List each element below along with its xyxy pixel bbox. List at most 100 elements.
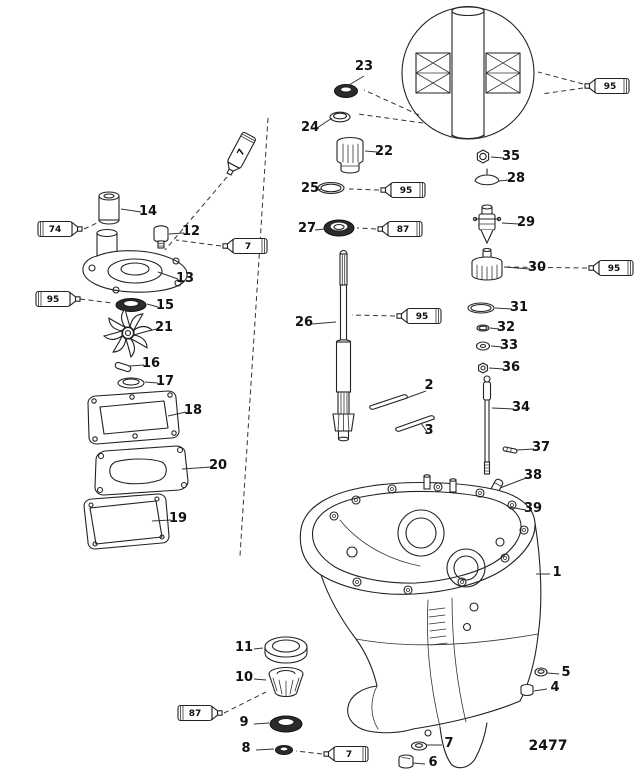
tube-label: 95	[604, 82, 617, 92]
part-pin-37	[502, 446, 518, 454]
drawing-number: 2477	[529, 738, 568, 754]
part-gasket-19	[83, 493, 170, 550]
callout-38: 38	[524, 468, 542, 483]
callout-39: 39	[524, 501, 542, 516]
lubricant-tube-87-bearing: 87	[177, 704, 223, 722]
part-impeller-21	[102, 307, 154, 359]
part-clip-28	[474, 168, 500, 186]
callout-27: 27	[298, 221, 316, 236]
callout-14: 14	[139, 204, 157, 219]
part-ring-8	[275, 745, 293, 755]
lubricant-tube-95-bearing-detail: 95	[584, 77, 630, 95]
part-water-pump-cover-13	[82, 228, 188, 294]
callout-19: 19	[169, 511, 187, 526]
part-gearcase-housing-1	[299, 474, 542, 769]
callout-1: 1	[552, 565, 561, 580]
callout-30: 30	[528, 260, 546, 275]
tube-label: 7	[245, 242, 251, 252]
lubricant-tube-87-seal: 87	[377, 220, 423, 238]
mounting-stud	[423, 474, 457, 493]
part-driveshaft-26	[332, 249, 355, 442]
part-seal-ring-11	[264, 636, 308, 664]
callout-8: 8	[241, 741, 250, 756]
callout-17: 17	[156, 374, 174, 389]
lubricant-tube-95-cap: 95	[588, 259, 634, 277]
callout-21: 21	[155, 320, 173, 335]
callout-35: 35	[502, 149, 520, 164]
lubricant-application-lines	[79, 71, 588, 755]
callout-11: 11	[235, 640, 253, 655]
callout-6: 6	[428, 755, 437, 770]
part-oring-32	[476, 324, 490, 332]
callout-28: 28	[507, 171, 525, 186]
callout-9: 9	[239, 715, 248, 730]
bearing-right-rollers	[485, 52, 521, 94]
lubricant-tube-95-oring: 95	[380, 181, 426, 199]
tube-label: 95	[608, 264, 621, 274]
part-plug-4	[520, 683, 534, 697]
callout-37: 37	[532, 440, 550, 455]
part-snap-ring-5	[534, 667, 548, 677]
callout-12: 12	[182, 224, 200, 239]
tube-label: 95	[400, 186, 413, 196]
bearing-detail-inset	[401, 5, 535, 140]
callout-34: 34	[512, 400, 530, 415]
callout-26: 26	[295, 315, 313, 330]
part-oring-25	[317, 181, 345, 195]
lubricant-tube-7-lower: 7	[323, 745, 369, 763]
callout-leaders	[120, 75, 560, 765]
lubricant-tube-74: 74	[37, 220, 83, 238]
part-impeller-key-16	[114, 361, 132, 373]
callout-7: 7	[444, 736, 453, 751]
callout-29: 29	[517, 215, 535, 230]
tube-label: 74	[49, 225, 62, 235]
part-oring-31	[467, 302, 495, 314]
callout-24: 24	[301, 120, 319, 135]
part-water-tube-sleeve-14	[98, 191, 120, 225]
callout-22: 22	[375, 144, 393, 159]
callout-25: 25	[301, 181, 319, 196]
part-seal-15	[115, 298, 147, 312]
callout-20: 20	[209, 458, 227, 473]
lubricant-tube-95-driveshaft: 95	[396, 307, 442, 325]
callout-16: 16	[142, 356, 160, 371]
part-bolt-12	[153, 225, 169, 249]
lubricant-tube-95-left: 95	[35, 290, 81, 308]
part-seal-cap-23	[334, 84, 358, 98]
part-washer-33	[475, 341, 491, 351]
part-tapered-bearing-10	[268, 666, 304, 698]
tube-label: 95	[416, 312, 429, 322]
part-bearing-carrier-22	[336, 136, 364, 174]
callout-5: 5	[561, 665, 570, 680]
callout-13: 13	[176, 271, 194, 286]
flange-studs	[329, 482, 529, 595]
callout-36: 36	[502, 360, 520, 375]
lubricant-tube-7-upper: 7	[221, 131, 257, 179]
part-ring-17	[117, 377, 145, 389]
part-seal-9	[269, 715, 303, 733]
tube-label: 87	[397, 225, 410, 235]
part-nut-36	[478, 362, 488, 374]
part-seal-plate-3	[395, 415, 435, 432]
water-intake-gills	[428, 607, 448, 646]
callout-4: 4	[550, 680, 559, 695]
part-ring-24	[329, 111, 351, 123]
tube-label: 7	[236, 147, 248, 157]
callout-18: 18	[184, 403, 202, 418]
part-shift-shaft-34	[482, 375, 492, 475]
callout-32: 32	[497, 320, 515, 335]
part-oil-seal-27	[323, 219, 355, 237]
part-gasket-18	[87, 390, 180, 445]
callout-15: 15	[156, 298, 174, 313]
part-nut-35	[476, 149, 490, 164]
callout-23: 23	[355, 59, 373, 74]
callout-10: 10	[235, 670, 253, 685]
tube-label: 7	[346, 750, 352, 760]
part-seal-plate-2	[369, 394, 408, 410]
callout-33: 33	[500, 338, 518, 353]
part-drain-plug-6	[398, 754, 414, 769]
callout-2: 2	[424, 378, 433, 393]
lubricant-tube-7-mid: 7	[222, 237, 268, 255]
part-shift-cam-29	[472, 204, 502, 245]
